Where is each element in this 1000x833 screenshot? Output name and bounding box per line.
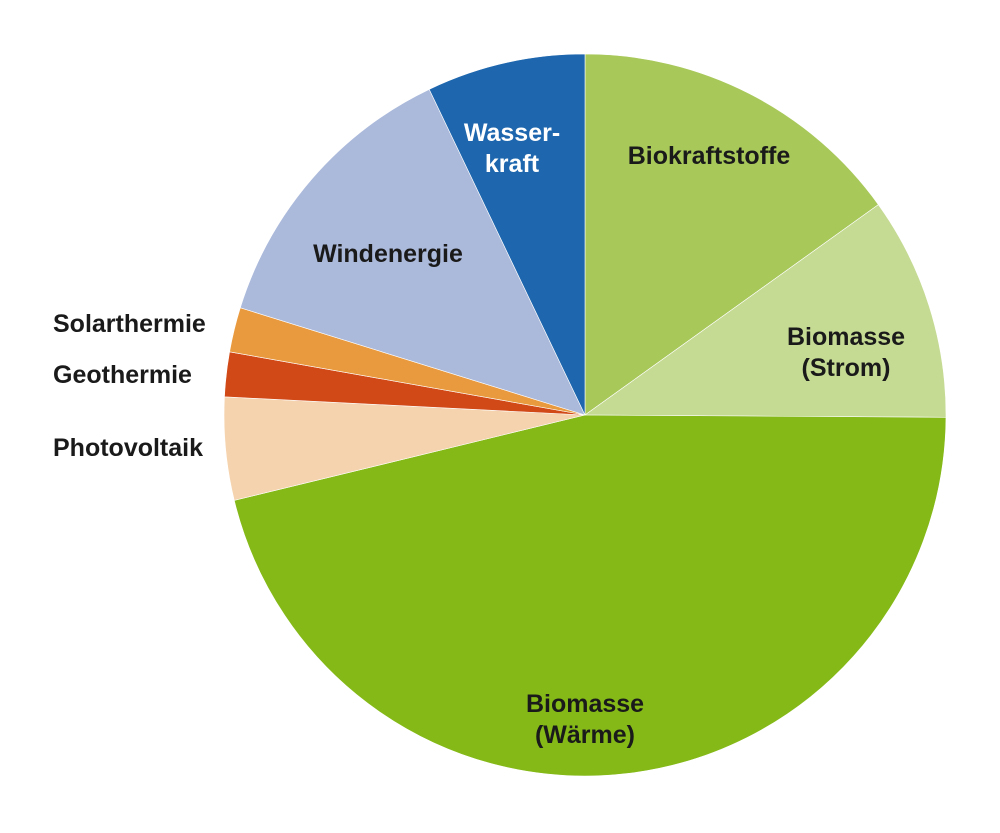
slice-label-line: Biomasse [526, 690, 644, 718]
slice-label-line: Windenergie [313, 240, 463, 268]
pie-slice-windenergie [239, 88, 586, 416]
slice-label-line: Biomasse [787, 323, 905, 351]
pie-slice-biomasse-waerme [233, 414, 947, 777]
slice-label-biomasse-strom: Biomasse (Strom) [787, 323, 905, 382]
slice-label-photovoltaik: Photovoltaik [53, 434, 203, 462]
slice-label-geothermie: Geothermie [53, 361, 192, 389]
slice-label-wasser-kraft: Wasser-kraft [464, 119, 560, 178]
slice-label-line: Biokraftstoffe [628, 142, 791, 170]
slice-label-line: (Strom) [802, 354, 891, 382]
slice-label-solarthermie: Solarthermie [53, 310, 206, 338]
slice-label-biokraftstoffe: Biokraftstoffe [628, 142, 791, 170]
pie-slice-biokraftstoffe [584, 53, 879, 416]
slice-label-line: Solarthermie [53, 310, 206, 338]
slice-label-biomasse-waerme: Biomasse (Wärme) [526, 690, 644, 749]
slice-label-line: Photovoltaik [53, 434, 203, 462]
pie-slice-wasser-kraft [428, 53, 586, 416]
pie-slices [223, 53, 947, 777]
pie-slice-biomasse-strom [584, 204, 947, 418]
slice-label-line: Wasser- [464, 119, 560, 147]
slice-label-windenergie: Windenergie [313, 240, 463, 268]
slice-label-line: Geothermie [53, 361, 192, 389]
slice-label-line: (Wärme) [535, 721, 635, 749]
slice-label-line: kraft [485, 150, 540, 178]
